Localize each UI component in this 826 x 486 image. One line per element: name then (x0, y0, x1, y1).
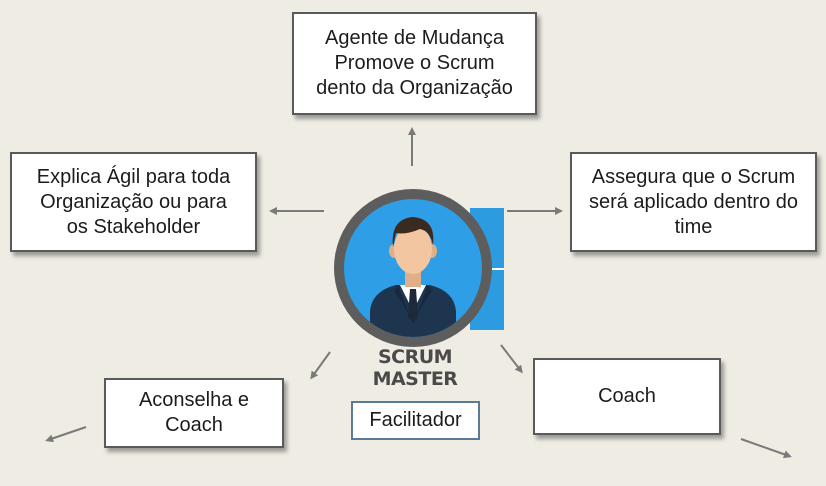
node-advise-coach-text: Aconselha e Coach (138, 389, 250, 436)
role-facilitator-text: Facilitador (369, 409, 462, 431)
node-change-agent-text: Agente de Mudança Promove o Scrum dento … (316, 27, 513, 99)
role-facilitator-box: Facilitador (351, 401, 480, 440)
arrow-down-left (310, 351, 331, 380)
arrow-far-right (740, 438, 792, 459)
node-coach: Coach (533, 358, 721, 435)
node-change-agent: Agente de Mudança Promove o Scrum dento … (292, 12, 537, 115)
node-ensure-scrum-text: Assegura que o Scrum será aplicado dentr… (588, 165, 799, 238)
arrow-down-right (500, 344, 523, 374)
arrow-far-left (45, 426, 87, 443)
scrum-label-line2: MASTER (372, 368, 458, 390)
node-advise-coach: Aconselha e Coach (104, 378, 284, 448)
node-coach-text: Coach (598, 385, 656, 407)
scrum-label-line1: SCRUM (377, 346, 453, 368)
person-avatar-icon (344, 199, 482, 337)
node-ensure-scrum: Assegura que o Scrum será aplicado dentr… (570, 152, 817, 252)
node-explain-agile-text: Explica Ágil para toda Organização ou pa… (36, 165, 231, 238)
scrum-master-label: SCRUM MASTER (360, 346, 470, 390)
node-explain-agile: Explica Ágil para toda Organização ou pa… (10, 152, 257, 252)
